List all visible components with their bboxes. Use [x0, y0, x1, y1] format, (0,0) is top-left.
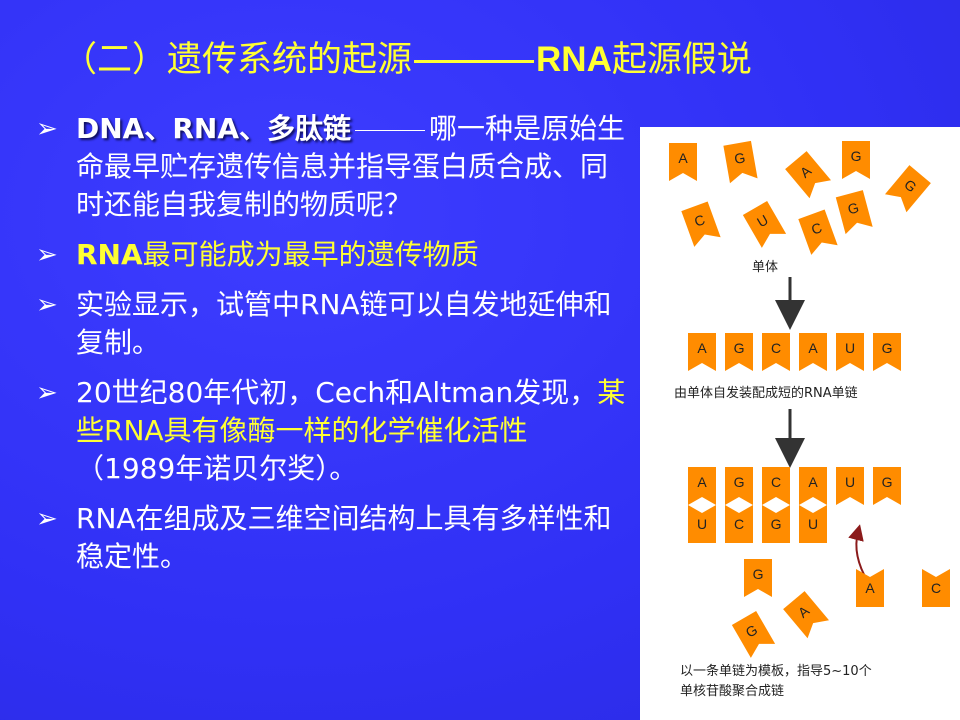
paired-top-nucleotide-2: C	[762, 467, 790, 505]
bullet-1-text: 哪一种是原始生命最早贮存遗传信息并指导蛋白质合成、同时还能自我复制的物质呢？	[76, 112, 626, 221]
title-part3: 起源假说	[611, 40, 752, 80]
loose-nucleotide-1: A	[783, 591, 830, 639]
bullet-1: ➢ DNA、RNA、多肽链哪一种是原始生命最早贮存遗传信息并指导蛋白质合成、同时…	[36, 110, 626, 224]
svg-text:G: G	[734, 474, 745, 490]
svg-text:G: G	[851, 148, 862, 164]
chain-nucleotide-3: A	[799, 333, 827, 371]
free-nucleotide-4: A	[785, 151, 832, 199]
svg-text:U: U	[697, 516, 707, 532]
svg-text:A: A	[865, 580, 875, 596]
paired-bottom-nucleotide-3: U	[799, 505, 827, 543]
free-nucleotide-1: G	[723, 140, 758, 184]
chain-nucleotide-2: C	[762, 333, 790, 371]
paired-top-nucleotide-3: A	[799, 467, 827, 505]
bullet-4-pre: 20世纪80年代初，Cech和Altman发现，	[76, 376, 598, 409]
title-part2: RNA	[536, 40, 612, 79]
svg-text:U: U	[845, 474, 855, 490]
chain-nucleotide-4: U	[836, 333, 864, 371]
svg-text:G: G	[882, 474, 893, 490]
label-monomer: 单体	[752, 260, 778, 275]
svg-text:G: G	[846, 199, 861, 217]
bullet-2-bold: RNA	[76, 238, 143, 271]
free-nucleotide-7: C	[798, 209, 838, 255]
chain-nucleotide-5: G	[873, 333, 901, 371]
free-nucleotide-8: G	[835, 190, 873, 235]
svg-text:C: C	[771, 474, 781, 490]
svg-text:A: A	[808, 474, 818, 490]
bullet-arrow-icon: ➢	[36, 114, 58, 144]
svg-text:U: U	[808, 516, 818, 532]
paired-top-nucleotide-4: U	[836, 467, 864, 505]
bullet-1-highlight: DNA、RNA、多肽链	[76, 112, 352, 145]
bullet-arrow-icon: ➢	[36, 290, 58, 320]
free-nucleotide-6: U	[742, 200, 787, 248]
chain-nucleotide-0: A	[688, 333, 716, 371]
loose-nucleotide-3: A	[856, 569, 884, 607]
svg-text:A: A	[697, 340, 707, 356]
loose-nucleotide-2: C	[922, 569, 950, 607]
paired-top-nucleotide-0: A	[688, 467, 716, 505]
svg-text:A: A	[678, 150, 688, 166]
chain-nucleotide-1: G	[725, 333, 753, 371]
bullet-2: ➢ RNA最可能成为最早的遗传物质	[36, 236, 626, 274]
bullet-4: ➢ 20世纪80年代初，Cech和Altman发现，某些RNA具有像酶一样的化学…	[36, 374, 626, 488]
svg-text:A: A	[697, 474, 707, 490]
svg-text:G: G	[882, 340, 893, 356]
bullet-arrow-icon: ➢	[36, 504, 58, 534]
loose-nucleotide-4: G	[731, 610, 776, 658]
svg-text:G: G	[771, 516, 782, 532]
bullet-2-text: 最可能成为最早的遗传物质	[142, 238, 479, 271]
free-nucleotide-2: G	[842, 141, 870, 179]
rna-paired-chain: A G C A U G U C G U	[688, 467, 901, 543]
label-template-2: 单核苷酸聚合成链	[680, 684, 784, 699]
svg-text:G: G	[734, 340, 745, 356]
bullet-1-rule	[355, 129, 426, 131]
svg-text:G: G	[733, 149, 747, 167]
label-chain: 由单体自发装配成短的RNA单链	[674, 385, 858, 401]
loose-nucleotide-0: G	[744, 559, 772, 597]
paired-bottom-nucleotide-2: G	[762, 505, 790, 543]
title-part1: （二）遗传系统的起源	[62, 40, 413, 80]
title-dash	[414, 59, 535, 63]
paired-top-nucleotide-1: G	[725, 467, 753, 505]
svg-text:C: C	[771, 340, 781, 356]
svg-text:C: C	[734, 516, 744, 532]
paired-bottom-nucleotide-1: C	[725, 505, 753, 543]
slide-title: （二）遗传系统的起源 RNA起源假说	[62, 30, 862, 90]
paired-bottom-nucleotide-0: U	[688, 505, 716, 543]
bullet-arrow-icon: ➢	[36, 240, 58, 270]
bullet-list: ➢ DNA、RNA、多肽链哪一种是原始生命最早贮存遗传信息并指导蛋白质合成、同时…	[36, 110, 626, 588]
free-nucleotide-0: A	[669, 143, 697, 181]
bullet-5-text: RNA在组成及三维空间结构上具有多样性和稳定性。	[76, 502, 612, 573]
bullet-4-post: （1989年诺贝尔奖）。	[76, 452, 358, 485]
svg-text:C: C	[931, 580, 941, 596]
svg-text:U: U	[845, 340, 855, 356]
label-template-1: 以一条单链为模板，指导5~10个	[680, 663, 872, 679]
svg-text:G: G	[753, 566, 764, 582]
bullet-3-text: 实验显示，试管中RNA链可以自发地延伸和复制。	[76, 288, 612, 359]
free-nucleotide-3: G	[884, 165, 931, 213]
bullet-3: ➢ 实验显示，试管中RNA链可以自发地延伸和复制。	[36, 286, 626, 362]
bullet-4-yellow: 某些RNA具有像酶一样的化学催化活性	[76, 376, 626, 447]
free-nucleotide-5: C	[681, 201, 721, 247]
svg-text:A: A	[808, 340, 818, 356]
paired-top-nucleotide-5: G	[873, 467, 901, 505]
bullet-5: ➢ RNA在组成及三维空间结构上具有多样性和稳定性。	[36, 500, 626, 576]
bullet-arrow-icon: ➢	[36, 378, 58, 408]
